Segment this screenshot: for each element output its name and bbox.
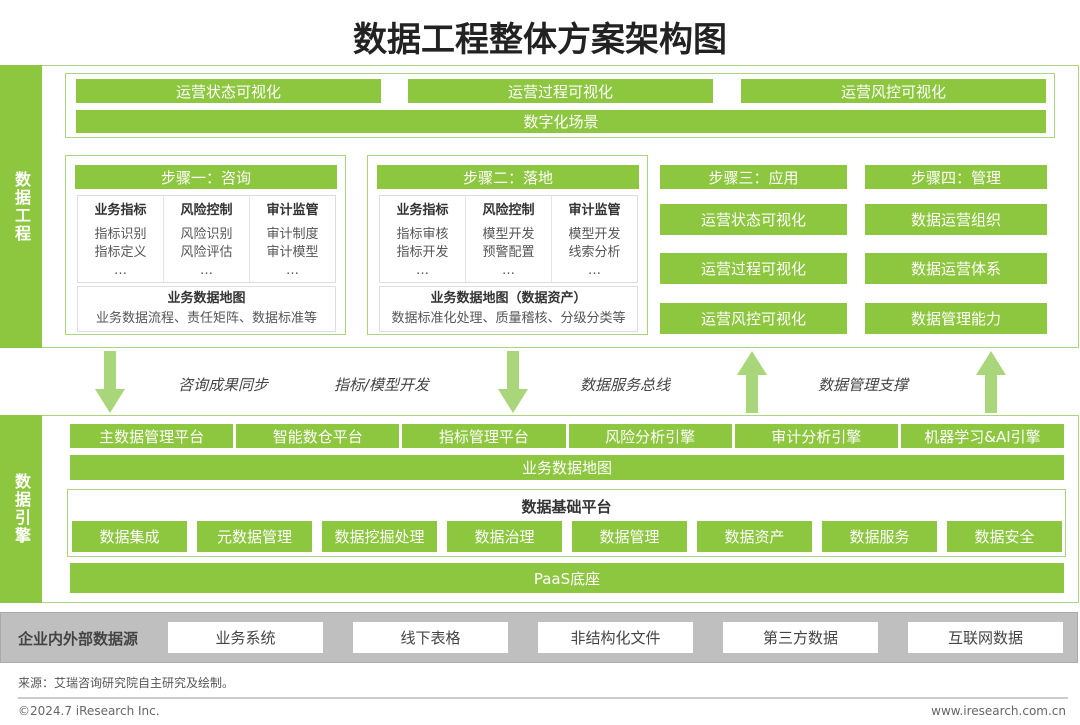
arrow-down-icon: [95, 351, 125, 413]
source-item: 第三方数据: [723, 622, 878, 653]
step1-col: 风险控制风险识别风险评估…: [164, 196, 250, 282]
sources-label: 企业内外部数据源: [18, 630, 139, 648]
step3-item: 运营状态可视化: [660, 204, 847, 235]
arrow-up-icon: [737, 351, 767, 413]
step2-table: 业务指标指标审核指标开发… 风险控制模型开发预警配置… 审计监管模型开发线索分析…: [379, 195, 638, 283]
base-item: 数据挖掘处理: [322, 521, 437, 552]
step2-map: 业务数据地图（数据资产）数据标准化处理、质量稽核、分级分类等: [379, 286, 638, 332]
step3-item: 运营过程可视化: [660, 253, 847, 284]
base-item: 数据治理: [447, 521, 562, 552]
arrow-label: 指标/模型开发: [334, 376, 430, 394]
step2-col: 业务指标指标审核指标开发…: [380, 196, 466, 282]
step1-col: 业务指标指标识别指标定义…: [78, 196, 164, 282]
step3-item: 运营风控可视化: [660, 303, 847, 334]
base-row: 数据集成 元数据管理 数据挖掘处理 数据治理 数据管理 数据资产 数据服务 数据…: [72, 521, 1062, 552]
source-item: 线下表格: [353, 622, 508, 653]
base-item: 数据集成: [72, 521, 187, 552]
platform-item: 风险分析引擎: [568, 424, 732, 448]
step2-col: 风险控制模型开发预警配置…: [466, 196, 552, 282]
paas-bar: PaaS底座: [70, 563, 1064, 593]
engineering-band: 数据工程: [0, 65, 42, 348]
base-item: 数据管理: [572, 521, 687, 552]
engine-map-bar: 业务数据地图: [70, 455, 1064, 480]
platform-item: 主数据管理平台: [70, 424, 234, 448]
base-item: 数据服务: [822, 521, 937, 552]
arrow-label: 数据管理支撑: [818, 376, 909, 394]
arrow-label: 咨询成果同步: [178, 376, 269, 394]
platform-item: 指标管理平台: [402, 424, 566, 448]
step1-table: 业务指标指标识别指标定义… 风险控制风险识别风险评估… 审计监管审计制度审计模型…: [77, 195, 336, 283]
scene-box: [65, 73, 1055, 138]
source-item: 非结构化文件: [538, 622, 693, 653]
copyright: ©2024.7 iResearch Inc.: [18, 704, 160, 718]
step1-col: 审计监管审计制度审计模型…: [266, 203, 319, 278]
arrow-up-icon: [976, 351, 1006, 413]
step4-item: 数据管理能力: [865, 303, 1047, 334]
top-item: 运营风控可视化: [741, 79, 1046, 103]
base-platform-box: [67, 489, 1066, 557]
arrow-label: 数据服务总线: [580, 376, 671, 394]
step4-header: 步骤四：管理: [865, 165, 1047, 189]
step2-box: [367, 155, 648, 335]
step2-col: 审计监管模型开发线索分析…: [568, 203, 621, 278]
step2-header: 步骤二：落地: [377, 165, 639, 189]
source-item: 业务系统: [168, 622, 323, 653]
footer-divider: [18, 697, 1068, 699]
base-item: 元数据管理: [197, 521, 312, 552]
platform-row: 主数据管理平台 智能数仓平台 指标管理平台 风险分析引擎 审计分析引擎 机器学习…: [70, 424, 1065, 448]
step4-item: 数据运营体系: [865, 253, 1047, 284]
source-note: 来源：艾瑞咨询研究院自主研究及绘制。: [18, 676, 235, 690]
step1-header: 步骤一：咨询: [75, 165, 337, 189]
base-item: 数据安全: [947, 521, 1062, 552]
arrow-down-icon: [498, 351, 528, 413]
step1-map: 业务数据地图业务数据流程、责任矩阵、数据标准等: [77, 286, 336, 332]
step4-item: 数据运营组织: [865, 204, 1047, 235]
step3-header: 步骤三：应用: [660, 165, 847, 189]
page-title: 数据工程整体方案架构图: [353, 20, 727, 60]
platform-item: 智能数仓平台: [236, 424, 400, 448]
step1-box: [65, 155, 346, 335]
base-platform-title: 数据基础平台: [521, 498, 612, 516]
top-item: 运营状态可视化: [76, 79, 381, 103]
engine-band: 数据引擎: [0, 415, 42, 603]
scene-bar: 数字化场景: [76, 110, 1046, 133]
platform-item: 机器学习&AI引擎: [900, 424, 1065, 448]
top-item: 运营过程可视化: [408, 79, 713, 103]
source-item: 互联网数据: [908, 622, 1063, 653]
base-item: 数据资产: [697, 521, 812, 552]
platform-item: 审计分析引擎: [734, 424, 898, 448]
site-link[interactable]: www.iresearch.com.cn: [931, 704, 1066, 718]
